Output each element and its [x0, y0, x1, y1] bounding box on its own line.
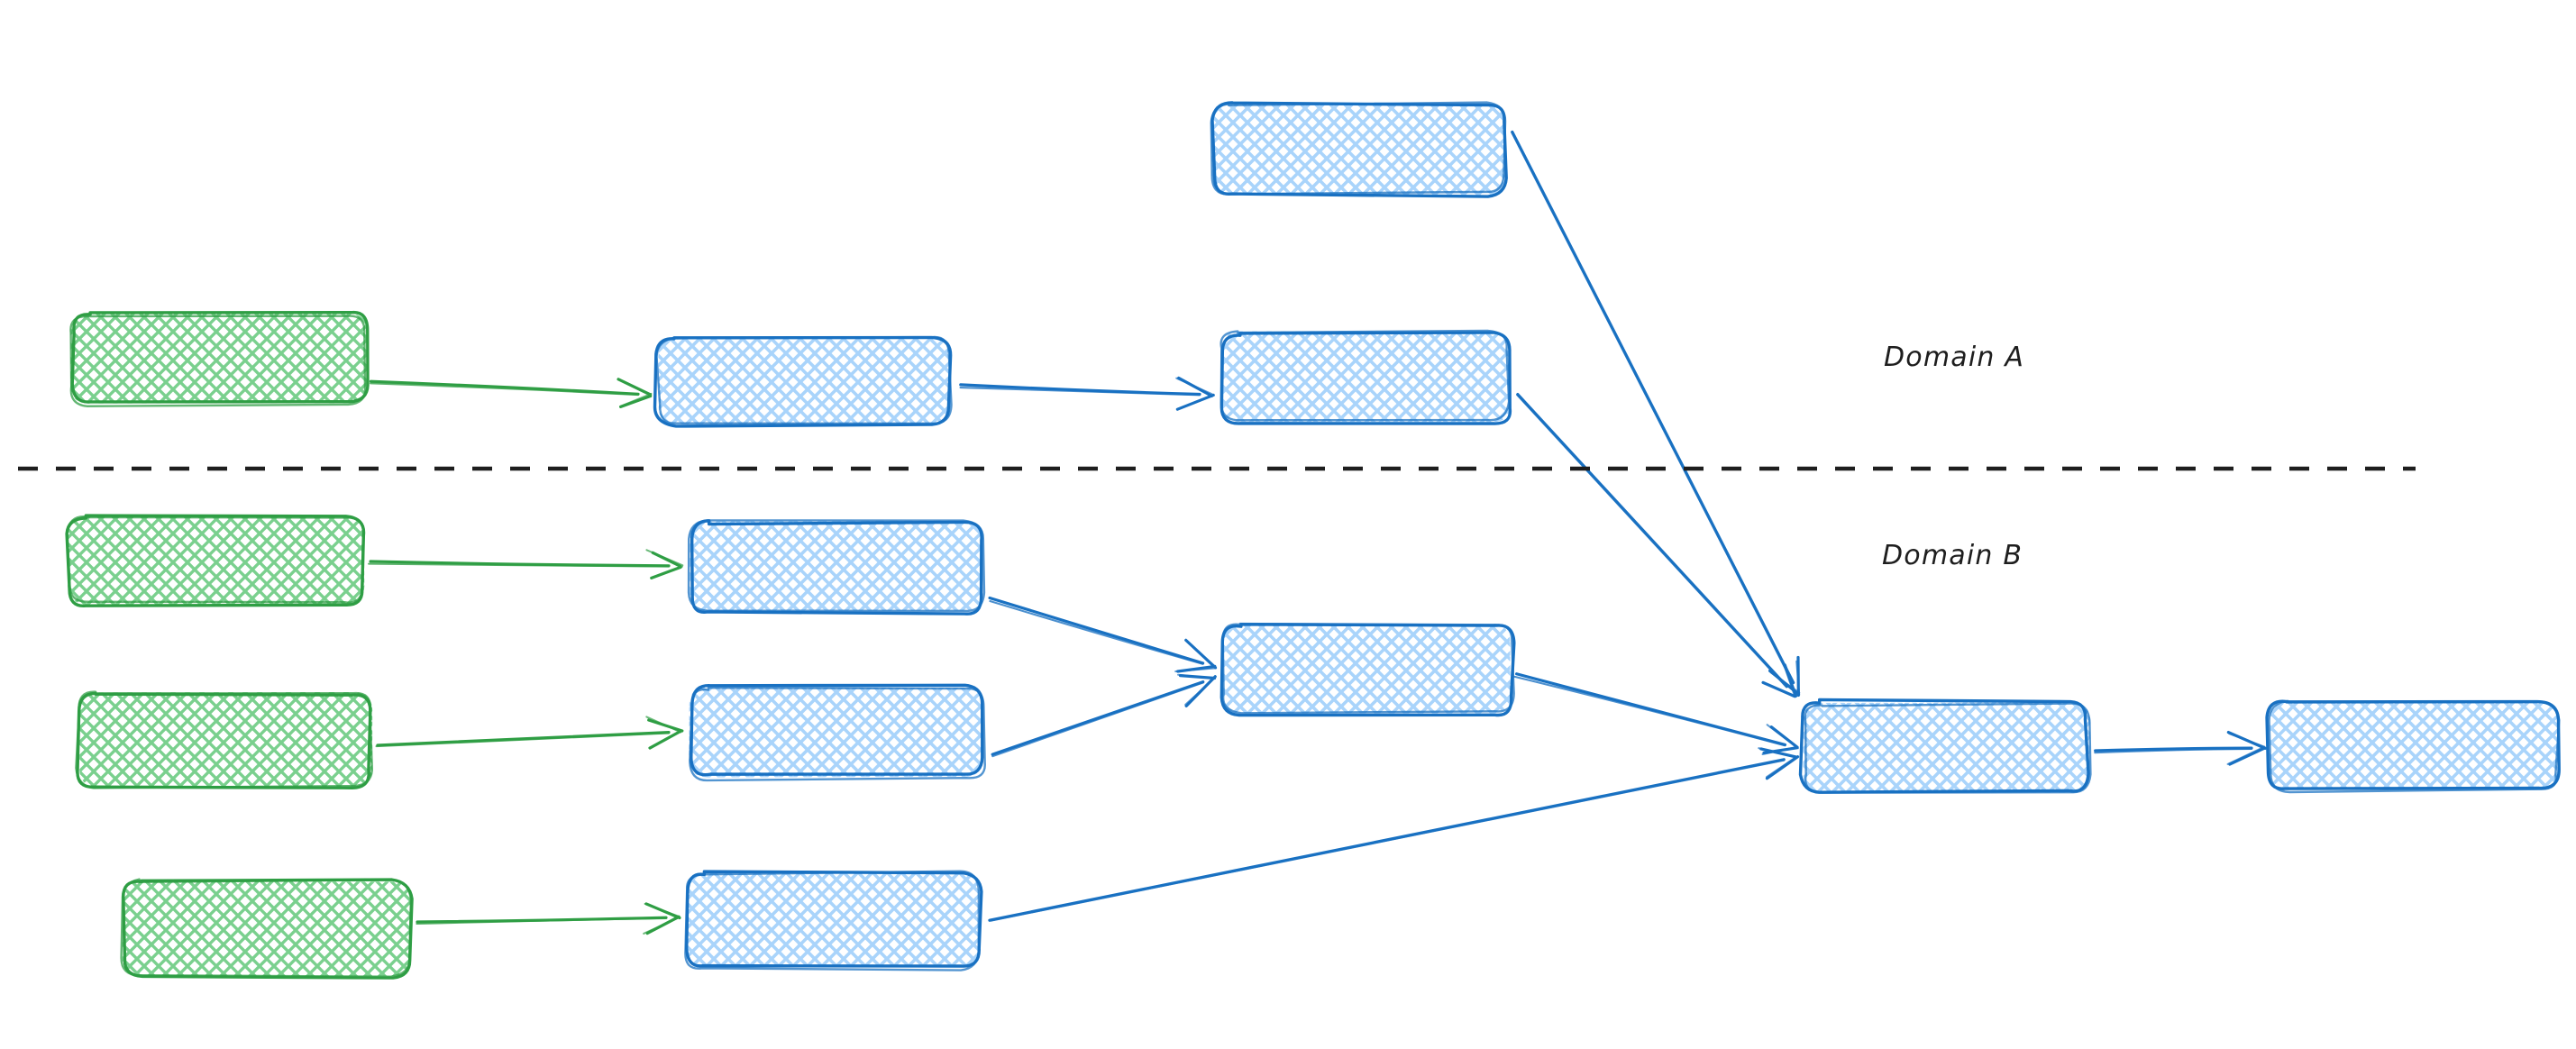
- edge-line: [1511, 131, 1794, 684]
- arrowhead-barb: [2228, 733, 2266, 748]
- edge-a-top-to-b-hub[interactable]: [1511, 130, 1801, 698]
- node-b-src-2[interactable]: [75, 690, 374, 789]
- edge-line: [2094, 747, 2253, 754]
- node-fill: [689, 687, 983, 778]
- arrowhead-barb: [643, 917, 680, 935]
- node-a-src-1[interactable]: [69, 310, 370, 407]
- node-outline: [1219, 331, 1512, 425]
- edge-b-proc-2-to-b-merge[interactable]: [991, 673, 1217, 758]
- edge-line: [370, 382, 640, 397]
- arrowhead-barb: [1190, 643, 1217, 668]
- domain-a-label: Domain A: [1884, 342, 2024, 373]
- node-fill: [658, 338, 952, 424]
- node-outline: [2268, 699, 2561, 794]
- edge-line: [989, 759, 1786, 922]
- edge-b-src-2-to-b-proc-2[interactable]: [375, 716, 684, 750]
- arrowhead-barb: [644, 902, 681, 917]
- arrowhead-barb: [617, 379, 653, 397]
- node-fill: [689, 520, 983, 611]
- node-fill: [68, 515, 365, 605]
- node-outline: [1219, 329, 1511, 422]
- node-a-top[interactable]: [1210, 101, 1508, 198]
- edge-b-src-3-to-b-proc-3[interactable]: [416, 902, 681, 935]
- node-fill: [1211, 104, 1505, 196]
- edge-b-proc-3-to-b-hub[interactable]: [988, 747, 1800, 922]
- domain-b-label: Domain B: [1882, 540, 2023, 571]
- node-outline: [687, 519, 986, 613]
- node-fill: [686, 872, 980, 968]
- arrowhead-barb: [1783, 663, 1798, 698]
- edge-b-merge-to-b-hub[interactable]: [1513, 672, 1799, 756]
- arrowhead-barb: [1795, 660, 1801, 697]
- edge-line: [991, 681, 1205, 758]
- node-outline: [1804, 702, 2092, 794]
- edge-a-proc-1-to-a-proc-2[interactable]: [959, 376, 1215, 411]
- node-outline: [684, 870, 981, 971]
- edge-b-src-1-to-b-proc-1[interactable]: [368, 549, 684, 579]
- arrowhead-barb: [1177, 673, 1216, 680]
- node-outline: [120, 878, 413, 978]
- edge-line: [1513, 675, 1786, 747]
- node-a-proc-2[interactable]: [1219, 329, 1512, 425]
- node-b-merge[interactable]: [1219, 622, 1516, 717]
- arrowhead-barb: [1758, 747, 1797, 759]
- node-outline: [1210, 101, 1507, 196]
- edge-a-src-1-to-a-proc-1[interactable]: [369, 378, 653, 409]
- node-b-proc-3[interactable]: [684, 870, 983, 971]
- arrowhead-barb: [648, 730, 681, 749]
- edge-line: [989, 600, 1204, 665]
- node-outline: [685, 870, 983, 968]
- node-outline: [69, 315, 367, 407]
- node-fill: [2270, 700, 2559, 790]
- arrowhead-barb: [650, 565, 683, 579]
- edge-b-hub-to-b-sink[interactable]: [2094, 730, 2267, 766]
- arrowhead-barb: [1781, 661, 1795, 697]
- arrowhead-barb: [645, 549, 684, 567]
- node-outline: [75, 690, 374, 789]
- edge-line: [375, 732, 671, 748]
- edge-line: [959, 386, 1201, 397]
- node-b-sink[interactable]: [2265, 699, 2561, 794]
- node-outline: [689, 686, 986, 782]
- arrowhead-barb: [645, 716, 682, 734]
- node-outline: [655, 335, 953, 425]
- edge-line: [368, 562, 671, 568]
- node-fill: [70, 313, 368, 404]
- node-b-hub[interactable]: [1798, 698, 2092, 794]
- node-a-proc-1[interactable]: [653, 335, 953, 428]
- edge-b-proc-1-to-b-merge[interactable]: [988, 596, 1218, 673]
- arrowhead-barb: [1761, 746, 1797, 756]
- node-fill: [1803, 702, 2091, 793]
- node-fill: [1221, 331, 1511, 423]
- edge-line: [1516, 394, 1787, 689]
- node-fill: [1221, 624, 1511, 714]
- node-outline: [70, 310, 370, 404]
- arrowhead-barb: [619, 392, 653, 407]
- node-outline: [66, 515, 365, 604]
- arrowhead-barb: [1766, 724, 1799, 750]
- edge-a-proc-2-to-b-hub[interactable]: [1516, 392, 1798, 698]
- node-fill: [122, 880, 411, 977]
- arrowhead-barb: [1763, 681, 1796, 698]
- arrowhead-barb: [2226, 745, 2265, 765]
- node-fill: [79, 692, 373, 788]
- arrowhead-barb: [1765, 755, 1798, 779]
- node-b-src-3[interactable]: [120, 878, 414, 980]
- node-b-proc-1[interactable]: [687, 519, 986, 616]
- arrowhead-barb: [1180, 395, 1214, 409]
- arrowhead-barb: [2228, 746, 2266, 766]
- edge-line: [416, 917, 668, 926]
- arrowhead-barb: [1175, 377, 1213, 396]
- node-b-src-1[interactable]: [65, 514, 366, 607]
- arrowhead-barb: [1184, 678, 1215, 706]
- arrowhead-barb: [1174, 667, 1218, 673]
- edges-layer: [368, 130, 2267, 935]
- edge-line: [988, 596, 1205, 665]
- node-outline: [1221, 622, 1515, 715]
- nodes-layer: [65, 101, 2561, 980]
- node-b-proc-2[interactable]: [689, 683, 986, 782]
